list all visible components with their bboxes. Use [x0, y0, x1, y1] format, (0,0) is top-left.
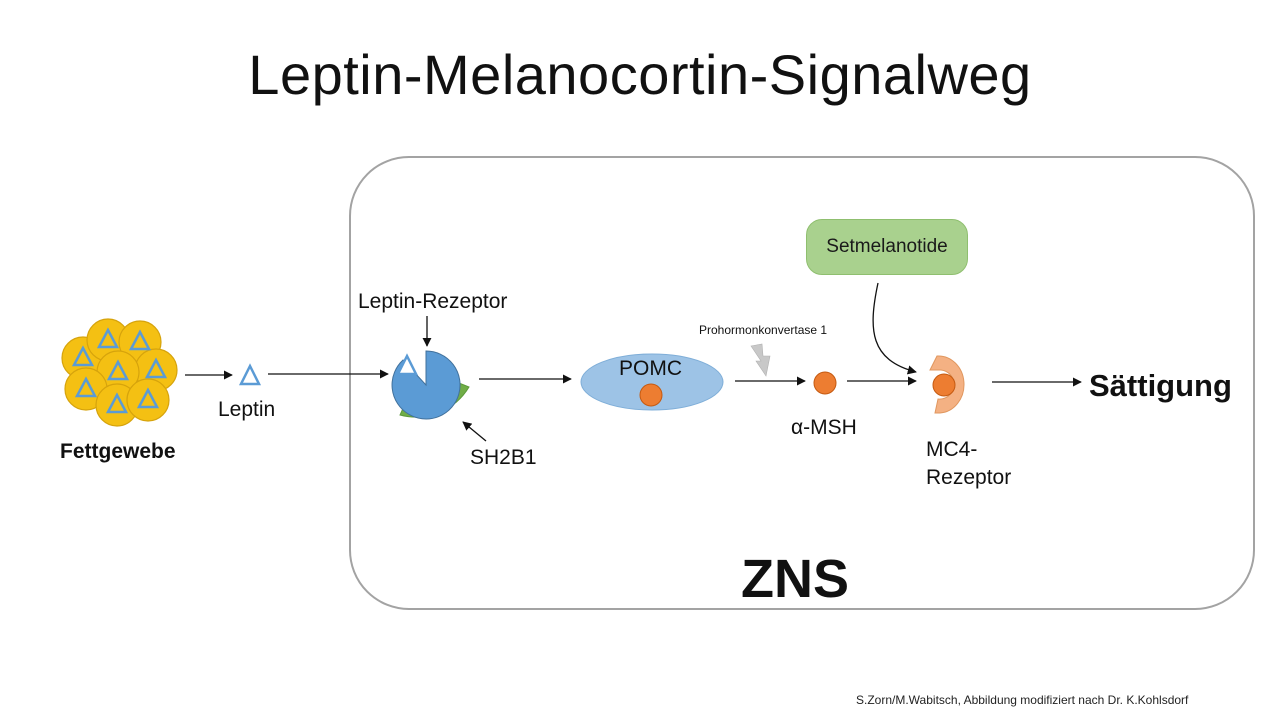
pomc-label: POMC: [619, 357, 682, 380]
pomc-msh-dot: [639, 383, 663, 407]
leptin-rezeptor-label: Leptin-Rezeptor: [358, 290, 508, 313]
leptin-in-fat-cell-triangle-icon: [144, 357, 168, 379]
fettgewebe-label: Fettgewebe: [60, 440, 176, 463]
credit-text: S.Zorn/M.Wabitsch, Abbildung modifiziert…: [856, 693, 1189, 707]
leptin-in-fat-cell-triangle-icon: [74, 376, 98, 398]
leptin-in-fat-cell-triangle-icon: [106, 359, 130, 381]
page-title: Leptin-Melanocortin-Signalweg: [248, 43, 1032, 106]
bound-leptin-triangle-icon: [395, 353, 419, 376]
leptin-triangle-icon: [238, 363, 262, 386]
leptin-receptor-shape: [391, 350, 461, 420]
arrow-sh2b1-label: [462, 421, 487, 442]
prohormonkonvertase-label: Prohormonkonvertase 1: [699, 323, 828, 337]
mc4-rezeptor-label: MC4- Rezeptor: [926, 438, 1012, 489]
lightning-icon: [750, 343, 771, 377]
setmelanotide-label: Setmelanotide: [826, 236, 948, 257]
zns-label: ZNS: [741, 549, 849, 609]
setmelanotide-box: Setmelanotide: [806, 219, 968, 275]
arrow-setmelanotide-to-mc4: [872, 282, 917, 375]
sh2b1-label: SH2B1: [470, 446, 537, 469]
fat-cell: [126, 378, 170, 422]
saettigung-label: Sättigung: [1089, 368, 1232, 403]
leptin-in-fat-cell-triangle-icon: [96, 327, 120, 349]
fat-cell-cluster-icon: [61, 318, 178, 427]
leptin-in-fat-cell-triangle-icon: [128, 329, 152, 351]
mc4-bound-msh-dot: [932, 373, 956, 397]
zns-region: [349, 156, 1255, 610]
pomc-ellipse: [580, 353, 724, 411]
leptin-label: Leptin: [218, 398, 276, 421]
alpha-msh-label: α-MSH: [791, 416, 857, 439]
leptin-in-fat-cell-triangle-icon: [71, 345, 95, 367]
alpha-msh-dot: [813, 371, 837, 395]
leptin-in-fat-cell-triangle-icon: [136, 387, 160, 409]
leptin-in-fat-cell-triangle-icon: [105, 392, 129, 414]
